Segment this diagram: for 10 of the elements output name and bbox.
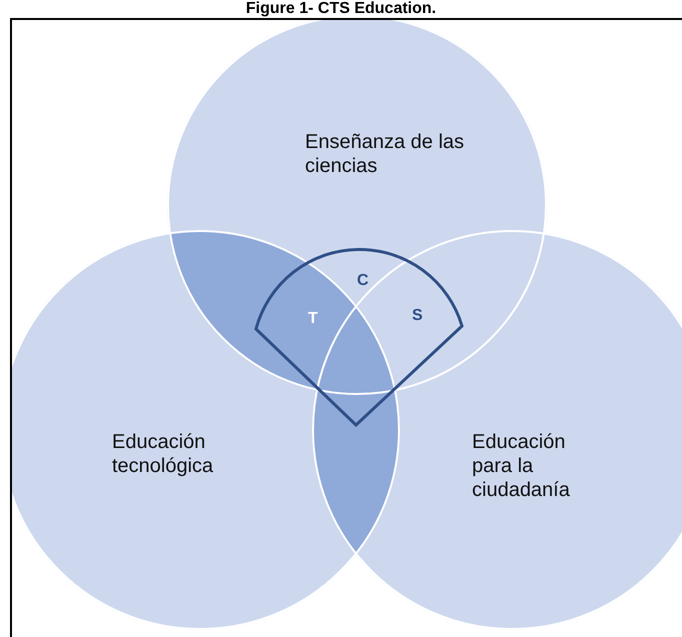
sector-letter: C xyxy=(357,272,369,290)
sector-letter: S xyxy=(412,307,423,325)
figure-title: Figure 1- CTS Education. xyxy=(246,0,436,17)
circle-label: Educación tecnológica xyxy=(112,430,214,478)
venn-circle xyxy=(12,230,400,630)
sector-letter: T xyxy=(308,310,318,328)
circle-label: Enseñanza de las ciencias xyxy=(305,130,465,178)
venn-circle xyxy=(167,20,547,395)
circle-label: Educación para la ciudadanía xyxy=(472,430,571,502)
sector-shape xyxy=(254,247,466,429)
